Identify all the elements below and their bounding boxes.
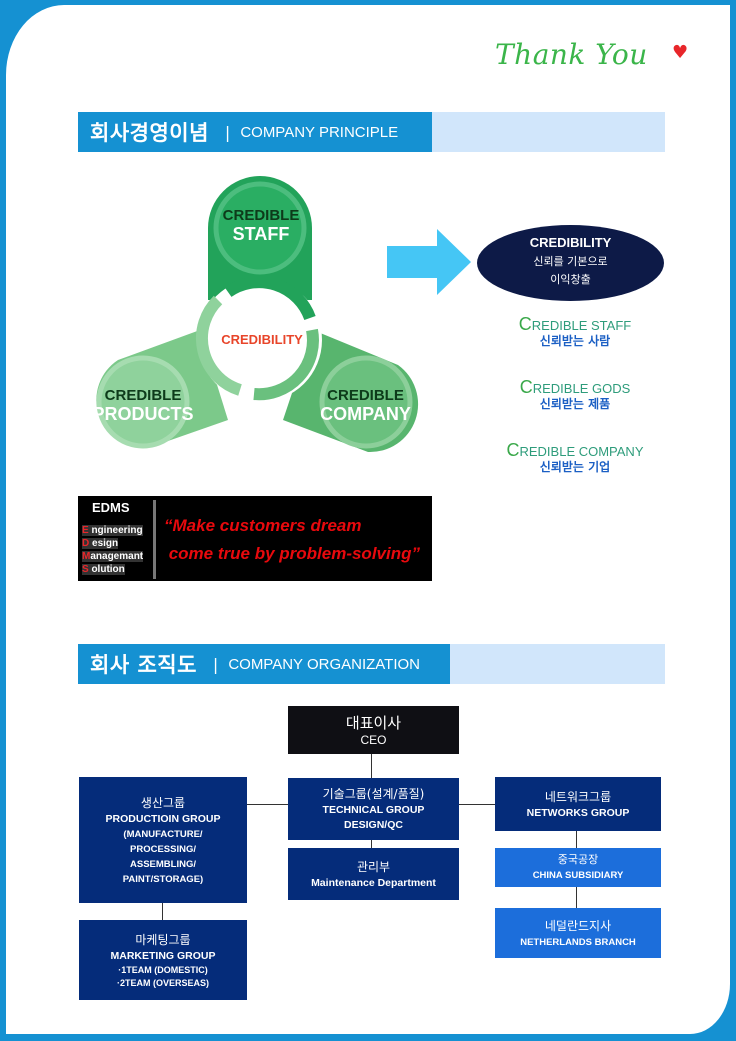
credibility-ellipse: CREDIBILITY 신뢰를 기본으로 이익창출 [477,225,664,301]
connector-line [371,754,372,778]
header-separator: | [224,122,231,142]
principle-item: CREDIBLE COMPANY 신뢰받는 기업 [506,440,644,474]
organization-title-ko: 회사 조직도 [90,653,197,677]
principle-header-bar: 회사경영이념 | COMPANY PRINCIPLE [78,112,432,152]
principle-item: CREDIBLE STAFF 신뢰받는 사람 [518,314,632,348]
connector-line [162,903,163,920]
org-box-production: 생산그룹 PRODUCTIOIN GROUP (MANUFACTURE/ PRO… [79,777,247,903]
org-box-ceo: 대표이사 CEO [288,706,459,754]
org-box-networks: 네트워크그룹 NETWORKS GROUP [495,777,661,831]
staff-label: CREDIBLE STAFF [222,207,300,244]
ellipse-title: CREDIBILITY [529,235,612,250]
connector-line [247,804,288,805]
edms-line: D esign [82,538,119,549]
edms-line: S olution [82,564,125,575]
principle-title-en: COMPANY PRINCIPLE [240,123,399,141]
org-box-technical: 기술그룹(설계/품질) TECHNICAL GROUP DESIGN/QC [288,778,459,840]
connector-line [576,887,577,908]
principle-section-header: 회사경영이념 | COMPANY PRINCIPLE [78,112,665,152]
center-arc-top [224,276,316,321]
right-arrow-icon [387,229,471,295]
connector-line [576,831,577,848]
staff-lobe-circle [213,181,307,275]
edms-banner: EDMS E ngineering D esign Managemant S o… [78,496,432,581]
edms-title: EDMS [92,500,130,515]
credibility-center-label: CREDIBILITY [221,332,303,347]
company-lobe-circle [319,355,413,449]
thank-you-logo: Thank You [495,38,648,71]
connector-line [459,804,495,805]
org-box-maintenance: 관리부 Maintenance Department [288,848,459,900]
center-arc-left [195,295,242,396]
connector-line [371,840,372,848]
organization-section-header: 회사 조직도 | COMPANY ORGANIZATION [78,644,665,684]
center-circle-outer [198,278,322,402]
org-box-netherlands: 네덜란드지사 NETHERLANDS BRANCH [495,908,661,958]
edms-acronym-panel: EDMS E ngineering D esign Managemant S o… [78,496,152,581]
triad-shapes [96,176,419,453]
edms-line: Managemant [82,551,144,562]
credibility-triad-diagram: CREDIBLE STAFF CREDIBLE PRODUCTS CREDIBL… [88,170,433,460]
ellipse-line2: 이익창출 [550,273,591,286]
center-arc-right [253,328,319,401]
organization-header-bar: 회사 조직도 | COMPANY ORGANIZATION [78,644,450,684]
ellipse-line1: 신뢰를 기본으로 [533,255,608,268]
heart-icon: ♥ [672,42,689,63]
products-lobe-circle [96,355,190,449]
organization-title-en: COMPANY ORGANIZATION [228,655,420,673]
edms-divider [153,500,156,579]
products-label: CREDIBLE PRODUCTS [92,387,194,424]
company-label: CREDIBLE COMPANY [320,387,411,424]
org-box-china: 중국공장 CHINA SUBSIDIARY [495,848,661,887]
edms-quote: “Make customers dream come true by probl… [164,516,420,563]
org-box-marketing: 마케팅그룹 MARKETING GROUP ·1TEAM (DOMESTIC) … [79,920,247,1000]
principle-title-ko: 회사경영이념 [90,121,209,145]
edms-line: E ngineering [82,525,143,536]
header-separator: | [212,654,219,674]
principle-item: CREDIBLE GODS 신뢰받는 제품 [519,377,631,411]
